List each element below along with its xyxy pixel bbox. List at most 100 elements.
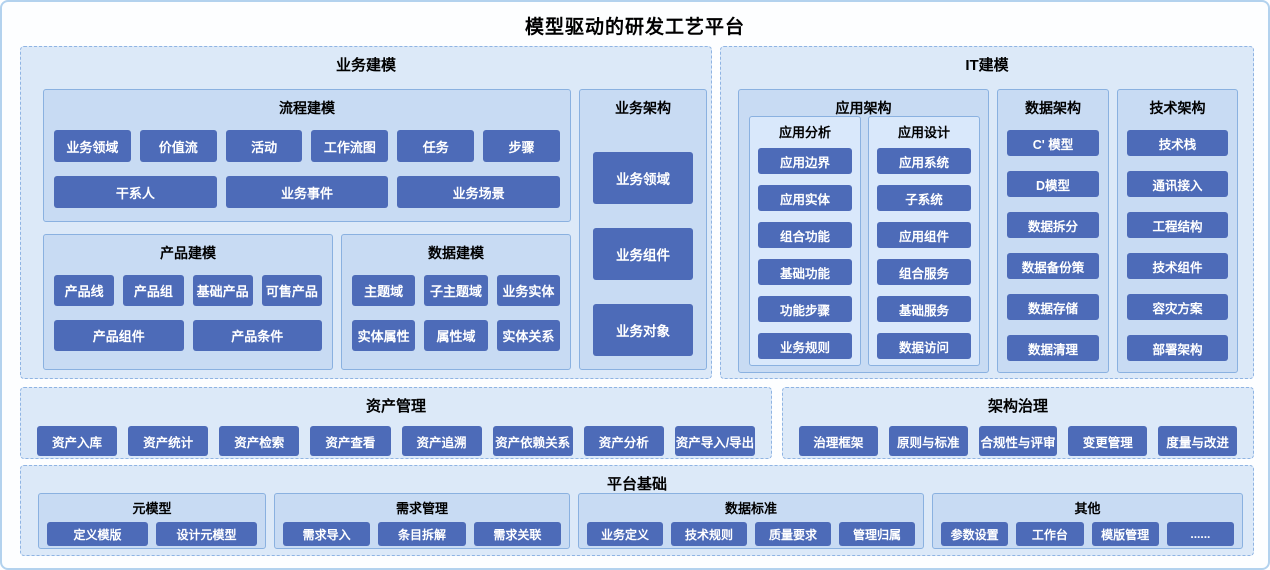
architecture-governance-item[interactable]: 合规性与评审 xyxy=(978,426,1058,456)
process-modeling-item[interactable]: 干系人 xyxy=(54,176,217,208)
requirement-management-item[interactable]: 条目拆解 xyxy=(378,522,466,546)
process-modeling-item[interactable]: 任务 xyxy=(397,130,475,162)
architecture-governance-item[interactable]: 治理框架 xyxy=(799,426,878,456)
data-standard-item[interactable]: 管理归属 xyxy=(839,522,915,546)
it-modeling-section: IT建模 应用架构 应用分析 应用边界应用实体组合功能基础功能功能步骤业务规则 … xyxy=(720,46,1254,379)
application-design-title: 应用设计 xyxy=(897,125,950,140)
data-modeling-item[interactable]: 业务实体 xyxy=(496,275,560,306)
asset-management-item[interactable]: 资产分析 xyxy=(583,426,664,456)
application-design-item[interactable]: 应用系统 xyxy=(877,148,971,174)
requirement-management-item[interactable]: 需求关联 xyxy=(473,522,561,546)
meta-model-group: 元模型 定义模版设计元模型 xyxy=(38,493,266,549)
process-modeling-item[interactable]: 业务领域 xyxy=(54,130,131,162)
others-item[interactable]: 参数设置 xyxy=(941,522,1009,546)
data-architecture-item[interactable]: 数据拆分 xyxy=(1007,212,1099,238)
asset-management-item[interactable]: 资产入库 xyxy=(37,426,118,456)
process-modeling-item[interactable]: 活动 xyxy=(225,130,303,162)
business-architecture-item[interactable]: 业务对象 xyxy=(593,304,693,356)
application-analysis-item[interactable]: 基础功能 xyxy=(758,259,852,285)
asset-management-item[interactable]: 资产导入/导出 xyxy=(674,426,755,456)
product-modeling-row-2: 产品组件产品条件 xyxy=(54,320,322,351)
data-modeling-item[interactable]: 子主题域 xyxy=(424,275,488,306)
asset-management-item[interactable]: 资产检索 xyxy=(219,426,300,456)
data-architecture-item[interactable]: 数据清理 xyxy=(1007,335,1099,361)
product-modeling-row-1: 产品线产品组基础产品可售产品 xyxy=(54,275,322,306)
process-modeling-item[interactable]: 价值流 xyxy=(139,130,217,162)
application-analysis-item[interactable]: 功能步骤 xyxy=(758,296,852,322)
data-architecture-item[interactable]: C' 模型 xyxy=(1007,130,1099,156)
tech-architecture-stack: 技术栈通讯接入工程结构技术组件容灾方案部署架构 xyxy=(1127,130,1228,361)
application-analysis-item[interactable]: 应用边界 xyxy=(758,148,852,174)
platform-foundation-section: 平台基础 元模型 定义模版设计元模型 需求管理 需求导入条目拆解需求关联 数据标… xyxy=(20,465,1254,556)
tech-architecture-item[interactable]: 部署架构 xyxy=(1127,335,1228,361)
data-modeling-item[interactable]: 属性域 xyxy=(424,320,488,351)
process-modeling-item[interactable]: 工作流图 xyxy=(311,130,389,162)
architecture-governance-item[interactable]: 原则与标准 xyxy=(888,426,968,456)
process-modeling-item[interactable]: 步骤 xyxy=(483,130,560,162)
business-architecture-item[interactable]: 业务组件 xyxy=(593,228,693,280)
tech-architecture-panel: 技术架构 技术栈通讯接入工程结构技术组件容灾方案部署架构 xyxy=(1117,89,1238,373)
others-row: 参数设置工作台模版管理...... xyxy=(941,522,1234,546)
data-architecture-item[interactable]: D模型 xyxy=(1007,171,1099,197)
data-standard-item[interactable]: 质量要求 xyxy=(755,522,831,546)
tech-architecture-item[interactable]: 容灾方案 xyxy=(1127,294,1228,320)
data-standard-item[interactable]: 业务定义 xyxy=(587,522,663,546)
asset-management-item[interactable]: 资产追溯 xyxy=(401,426,482,456)
data-modeling-item[interactable]: 实体属性 xyxy=(352,320,416,351)
application-analysis-item[interactable]: 业务规则 xyxy=(758,333,852,359)
product-modeling-item[interactable]: 产品线 xyxy=(54,275,115,306)
tech-architecture-item[interactable]: 技术栈 xyxy=(1127,130,1228,156)
tech-architecture-item[interactable]: 技术组件 xyxy=(1127,253,1228,279)
application-design-item[interactable]: 数据访问 xyxy=(877,333,971,359)
asset-management-item[interactable]: 资产统计 xyxy=(128,426,209,456)
application-design-item[interactable]: 组合服务 xyxy=(877,259,971,285)
architecture-governance-item[interactable]: 度量与改进 xyxy=(1158,426,1237,456)
product-modeling-item[interactable]: 产品组件 xyxy=(54,320,184,351)
data-architecture-title: 数据架构 xyxy=(1025,100,1081,116)
application-analysis-stack: 应用边界应用实体组合功能基础功能功能步骤业务规则 xyxy=(758,148,852,359)
application-analysis-item[interactable]: 应用实体 xyxy=(758,185,852,211)
application-architecture-title: 应用架构 xyxy=(835,100,892,116)
architecture-governance-title: 架构治理 xyxy=(987,398,1048,415)
application-design-item[interactable]: 基础服务 xyxy=(877,296,971,322)
data-modeling-item[interactable]: 实体关系 xyxy=(496,320,560,351)
product-modeling-item[interactable]: 产品条件 xyxy=(192,320,322,351)
product-modeling-item[interactable]: 产品组 xyxy=(123,275,184,306)
asset-management-item[interactable]: 资产依赖关系 xyxy=(492,426,573,456)
data-standard-item[interactable]: 技术规则 xyxy=(671,522,747,546)
application-design-stack: 应用系统子系统应用组件组合服务基础服务数据访问 xyxy=(877,148,971,359)
data-modeling-item[interactable]: 主题域 xyxy=(352,275,416,306)
others-item[interactable]: 模版管理 xyxy=(1091,522,1159,546)
application-analysis-item[interactable]: 组合功能 xyxy=(758,222,852,248)
architecture-governance-row: 治理框架原则与标准合规性与评审变更管理度量与改进 xyxy=(799,426,1237,456)
application-architecture-panel: 应用架构 应用分析 应用边界应用实体组合功能基础功能功能步骤业务规则 应用设计 … xyxy=(738,89,989,373)
application-design-item[interactable]: 子系统 xyxy=(877,185,971,211)
product-modeling-item[interactable]: 可售产品 xyxy=(261,275,322,306)
it-modeling-title: IT建模 xyxy=(965,57,1009,74)
application-design-item[interactable]: 应用组件 xyxy=(877,222,971,248)
requirement-management-group: 需求管理 需求导入条目拆解需求关联 xyxy=(274,493,570,549)
asset-management-item[interactable]: 资产查看 xyxy=(310,426,391,456)
others-item[interactable]: 工作台 xyxy=(1016,522,1084,546)
process-modeling-item[interactable]: 业务场景 xyxy=(397,176,561,208)
tech-architecture-item[interactable]: 通讯接入 xyxy=(1127,171,1228,197)
product-modeling-item[interactable]: 基础产品 xyxy=(192,275,253,306)
application-design-box: 应用设计 应用系统子系统应用组件组合服务基础服务数据访问 xyxy=(868,116,980,366)
meta-model-item[interactable]: 设计元模型 xyxy=(156,522,257,546)
business-architecture-item[interactable]: 业务领域 xyxy=(593,152,693,204)
data-modeling-panel: 数据建模 主题域子主题域业务实体 实体属性属性域实体关系 xyxy=(341,234,571,370)
architecture-governance-item[interactable]: 变更管理 xyxy=(1068,426,1148,456)
requirement-management-row: 需求导入条目拆解需求关联 xyxy=(283,522,561,546)
business-architecture-title: 业务架构 xyxy=(615,100,671,116)
others-title: 其他 xyxy=(1074,501,1101,516)
data-architecture-item[interactable]: 数据存储 xyxy=(1007,294,1099,320)
process-modeling-item[interactable]: 业务事件 xyxy=(225,176,389,208)
asset-management-section: 资产管理 资产入库资产统计资产检索资产查看资产追溯资产依赖关系资产分析资产导入/… xyxy=(20,387,772,459)
business-modeling-title: 业务建模 xyxy=(335,57,396,74)
others-item[interactable]: ...... xyxy=(1166,522,1234,546)
data-architecture-item[interactable]: 数据备份策 xyxy=(1007,253,1099,279)
requirement-management-item[interactable]: 需求导入 xyxy=(283,522,371,546)
meta-model-item[interactable]: 定义模版 xyxy=(47,522,148,546)
tech-architecture-item[interactable]: 工程结构 xyxy=(1127,212,1228,238)
